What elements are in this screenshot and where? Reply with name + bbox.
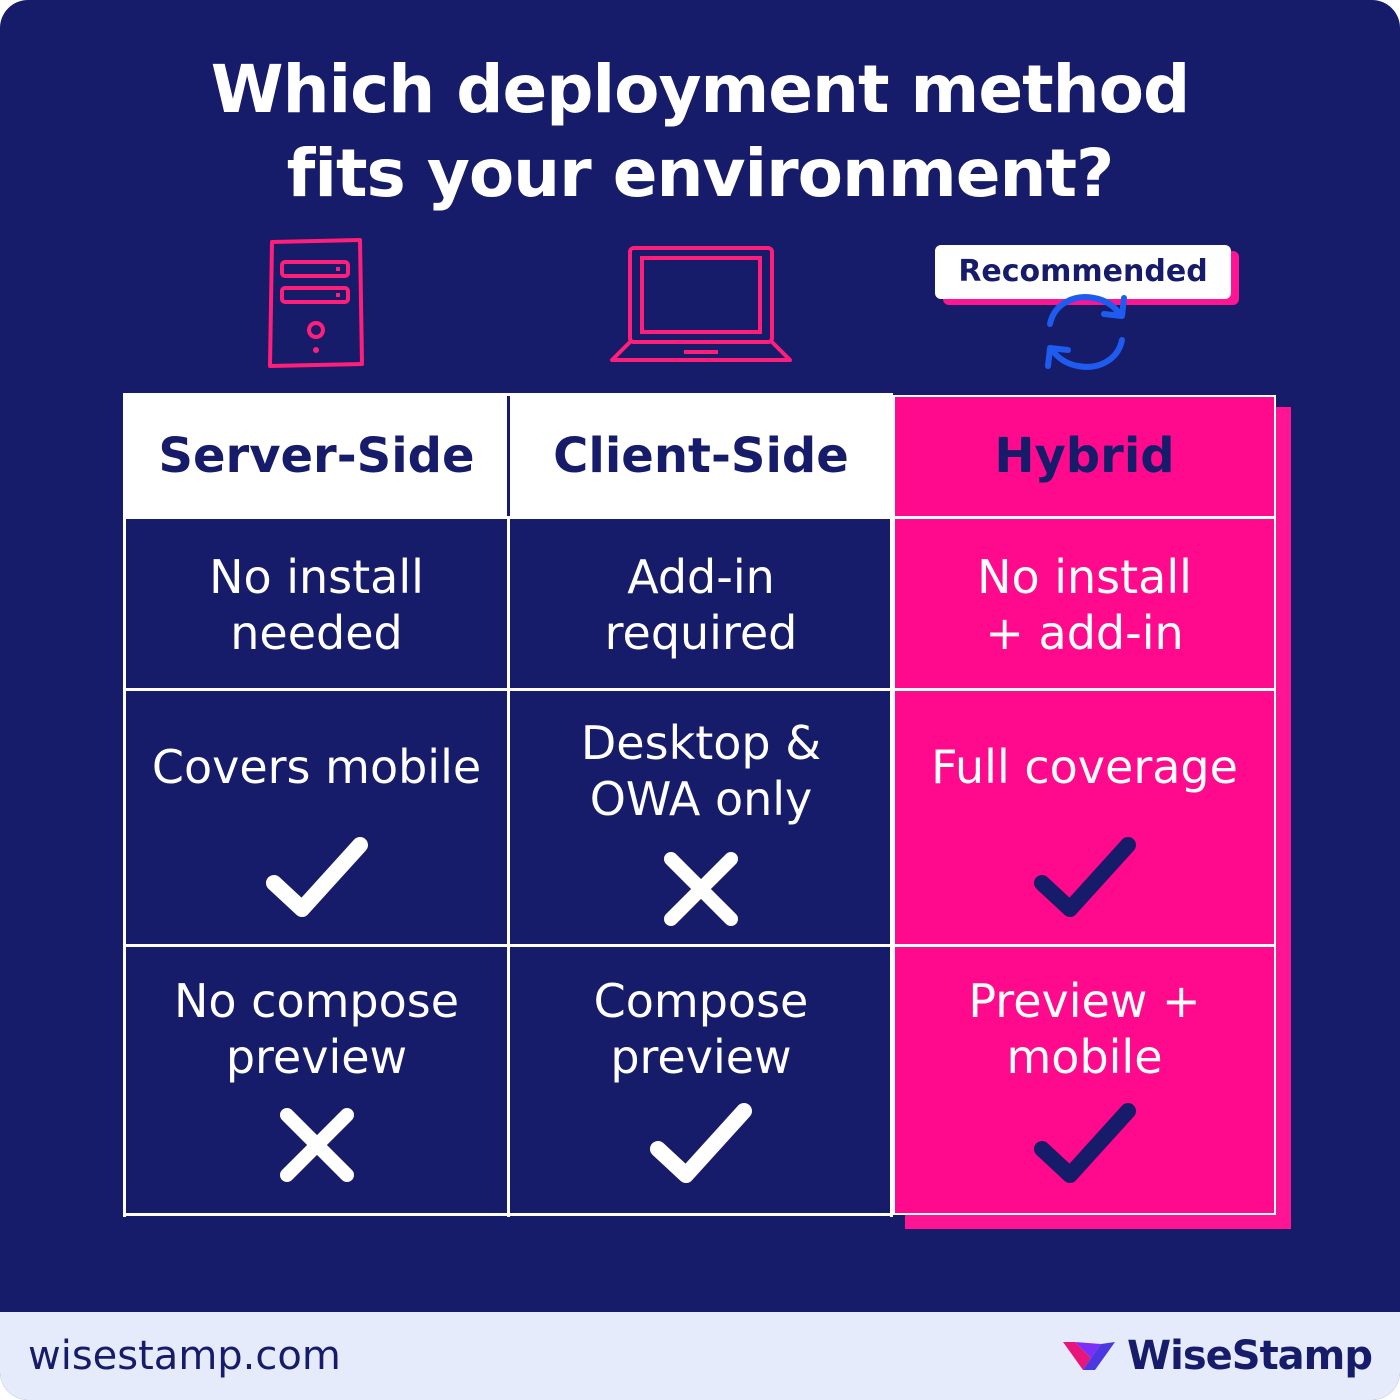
cell-text: Compose preview xyxy=(593,974,809,1084)
cell-text: Desktop & OWA only xyxy=(580,716,822,826)
server-tower-icon xyxy=(268,238,364,368)
cell-server-install: No install needed xyxy=(124,519,509,689)
header-server-side-label: Server-Side xyxy=(158,428,475,484)
grid-line xyxy=(123,516,1276,519)
cell-text: Preview + mobile xyxy=(968,974,1201,1084)
header-hybrid: Hybrid xyxy=(893,395,1276,517)
header-server-side: Server-Side xyxy=(124,395,509,517)
cell-hybrid-install: No install + add-in xyxy=(893,519,1276,689)
grid-line xyxy=(123,688,1276,691)
grid-line xyxy=(123,944,1276,947)
cell-hybrid-preview: Preview + mobile xyxy=(893,947,1276,1215)
cell-text: Covers mobile xyxy=(151,740,482,794)
laptop-icon xyxy=(610,246,792,362)
check-icon xyxy=(262,834,371,920)
grid-line xyxy=(123,395,126,1217)
cell-text: No compose preview xyxy=(173,974,460,1084)
header-hybrid-label: Hybrid xyxy=(994,428,1175,484)
cell-text: Add-in required xyxy=(604,550,798,660)
cell-client-install: Add-in required xyxy=(509,519,893,689)
check-icon xyxy=(647,1100,755,1186)
page-title: Which deployment method fits your enviro… xyxy=(0,48,1400,216)
brand-logo: WiseStamp xyxy=(1061,1328,1373,1384)
grid-line xyxy=(890,395,893,1217)
cell-server-preview: No compose preview xyxy=(124,947,509,1215)
wisestamp-logo-icon xyxy=(1062,1342,1115,1370)
cell-text: No install needed xyxy=(209,550,424,660)
header-client-side: Client-Side xyxy=(509,395,893,517)
title-line-1: Which deployment method xyxy=(210,51,1190,128)
cell-client-preview: Compose preview xyxy=(509,947,893,1215)
check-icon xyxy=(1033,1103,1136,1183)
footer-domain: wisestamp.com xyxy=(28,1333,341,1379)
header-client-side-label: Client-Side xyxy=(553,428,849,484)
cell-hybrid-coverage: Full coverage xyxy=(893,691,1276,945)
sync-arrows-icon xyxy=(1045,294,1127,370)
hybrid-column xyxy=(893,395,1276,1215)
cell-text: Full coverage xyxy=(931,740,1238,794)
grid-line xyxy=(123,393,893,396)
cell-client-coverage: Desktop & OWA only xyxy=(509,691,893,945)
brand-name: WiseStamp xyxy=(1126,1333,1373,1379)
recommended-badge: Recommended xyxy=(935,245,1231,299)
grid-line xyxy=(507,517,510,1217)
cross-icon xyxy=(664,852,738,926)
title-line-2: fits your environment? xyxy=(286,135,1115,212)
cross-icon xyxy=(279,1108,354,1182)
check-icon xyxy=(1033,837,1136,917)
cell-text: No install + add-in xyxy=(977,550,1192,660)
footer: wisestamp.com WiseStamp xyxy=(0,1312,1400,1400)
cell-server-coverage: Covers mobile xyxy=(124,691,509,945)
grid-line xyxy=(123,1213,893,1216)
